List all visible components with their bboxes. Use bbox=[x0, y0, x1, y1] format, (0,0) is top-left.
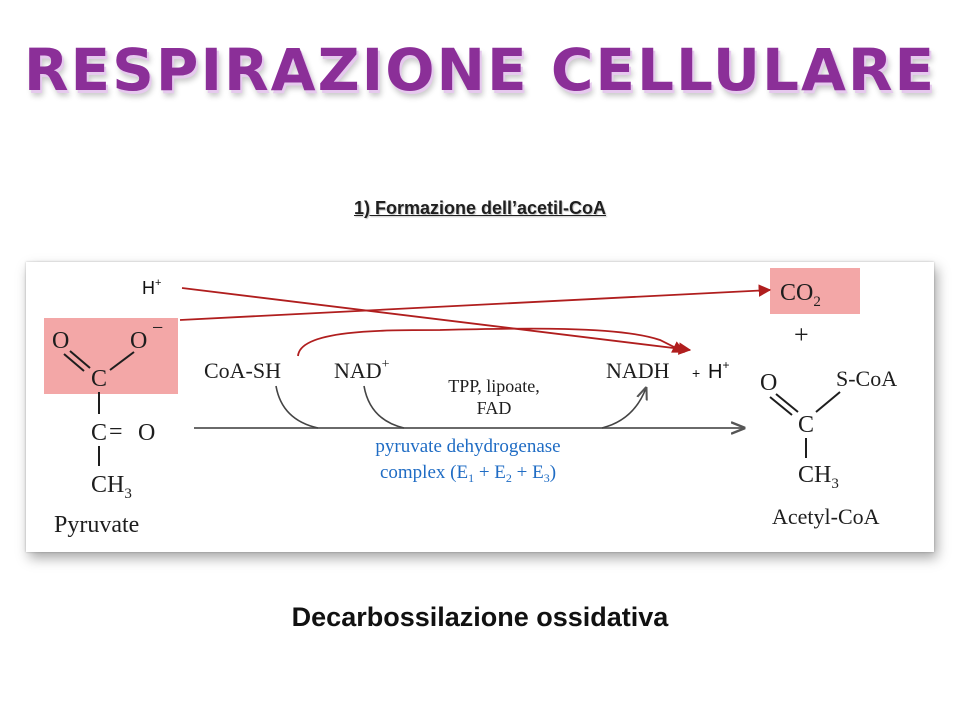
bond bbox=[63, 353, 85, 372]
pyruvate-ch3: CH3 bbox=[91, 472, 132, 502]
pyruvate-o-right: O bbox=[130, 328, 147, 354]
nadh-plus: + bbox=[692, 365, 700, 381]
bond bbox=[769, 396, 793, 416]
co2-highlight bbox=[770, 268, 860, 314]
bond bbox=[815, 391, 841, 413]
pyruvate-charge: − bbox=[152, 317, 163, 339]
caption-oxidative-decarboxylation: Decarbossilazione ossidativa bbox=[291, 602, 669, 632]
co2-plus: + bbox=[794, 320, 809, 349]
nad-label: NAD+ bbox=[334, 357, 390, 383]
pyruvate-o-mid: O bbox=[138, 420, 155, 446]
pyruvate-o-left: O bbox=[52, 328, 69, 354]
co2-label: CO2 bbox=[780, 280, 821, 310]
nadh-exit-curve bbox=[601, 388, 646, 429]
enzyme-line2: complex (E1 + E2 + E3) bbox=[380, 462, 556, 485]
section-subtitle: 1) Formazione dell’acetil-CoA bbox=[353, 198, 607, 218]
acetyl-carbon: C bbox=[798, 412, 814, 438]
acetyl-ch3: CH3 bbox=[798, 462, 839, 492]
coash-entry-curve bbox=[275, 385, 319, 429]
pyruvate-carbon-mid: C bbox=[91, 420, 107, 446]
cofactors-line1: TPP, lipoate, bbox=[448, 376, 540, 396]
acetyl-scoa: S-CoA bbox=[836, 366, 897, 391]
acetyl-o: O bbox=[760, 370, 777, 396]
bond bbox=[69, 350, 91, 369]
nad-entry-curve bbox=[363, 385, 405, 429]
pyruvate-double-bond: = bbox=[109, 419, 123, 445]
red-arrow-coash-to-nadh bbox=[297, 327, 686, 357]
coash-label: CoA-SH bbox=[204, 358, 281, 383]
bond bbox=[109, 351, 135, 371]
acetyl-coa-label: Acetyl-CoA bbox=[772, 504, 880, 529]
bond bbox=[775, 393, 799, 413]
cofactors-line2: FAD bbox=[477, 398, 512, 418]
nadh-label: NADH bbox=[606, 358, 670, 383]
red-arrow-h-to-hplus bbox=[181, 287, 692, 355]
h-plus-top: H+ bbox=[142, 277, 161, 298]
nadh-hplus: H+ bbox=[708, 358, 729, 383]
slide-title: Respirazione cellulare bbox=[23, 36, 937, 104]
pyruvate-label: Pyruvate bbox=[54, 512, 139, 538]
enzyme-line1: pyruvate dehydrogenase bbox=[375, 436, 560, 457]
pyruvate-carbon-top: C bbox=[91, 366, 107, 392]
red-arrow-carboxyl-to-co2 bbox=[179, 284, 772, 321]
